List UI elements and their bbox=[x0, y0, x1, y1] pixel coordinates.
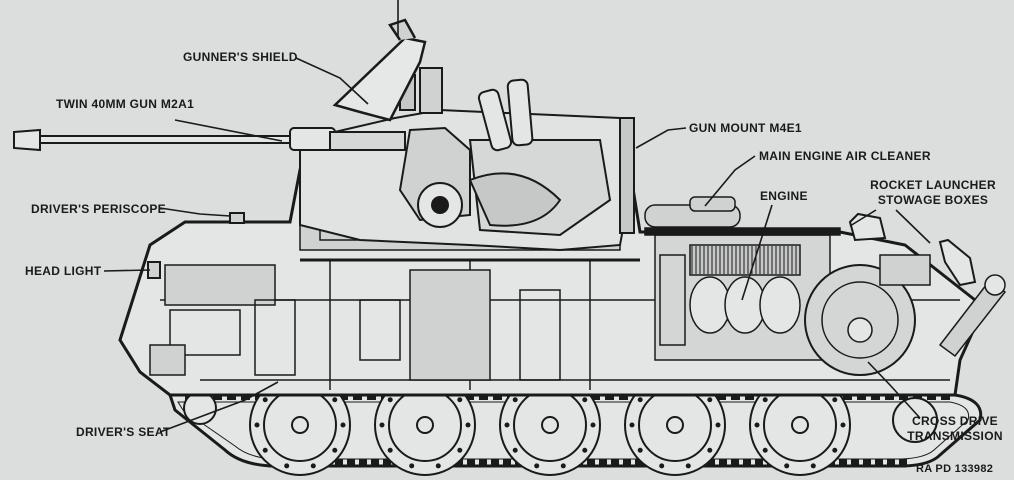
engine-compartment bbox=[644, 196, 841, 361]
label-gun-mount: GUN MOUNT M4E1 bbox=[689, 121, 802, 135]
transmission bbox=[804, 254, 1007, 376]
label-engine: ENGINE bbox=[760, 189, 808, 203]
reference-number: RA PD 133982 bbox=[916, 463, 994, 475]
drivers-periscope bbox=[229, 212, 245, 224]
wheel-bolts bbox=[254, 381, 846, 469]
label-rocket-line-2: STOWAGE BOXES bbox=[877, 193, 989, 207]
label-rocket-line-1: ROCKET LAUNCHER bbox=[870, 178, 996, 192]
label-rocket-launcher-stowage-boxes: ROCKET LAUNCHER STOWAGE BOXES bbox=[868, 178, 998, 208]
label-twin-40mm-gun: TWIN 40MM GUN M2A1 bbox=[56, 97, 195, 111]
label-main-engine-air-cleaner: MAIN ENGINE AIR CLEANER bbox=[759, 149, 931, 163]
label-head-light: HEAD LIGHT bbox=[25, 264, 102, 278]
road-wheels bbox=[183, 374, 938, 476]
label-drivers-seat: DRIVER'S SEAT bbox=[76, 425, 171, 439]
leader-lines bbox=[103, 0, 931, 433]
label-transmission-line-1: CROSS DRIVE bbox=[912, 414, 998, 428]
label-transmission-line-2: TRANSMISSION bbox=[907, 429, 1003, 443]
label-cross-drive-transmission: CROSS DRIVE TRANSMISSION bbox=[900, 414, 1010, 444]
engine-fins bbox=[691, 246, 797, 274]
label-drivers-periscope: DRIVER'S PERISCOPE bbox=[31, 202, 166, 216]
label-gunners-shield: GUNNER'S SHIELD bbox=[183, 50, 298, 64]
gunners-shield bbox=[332, 18, 427, 122]
twin-40mm-gun bbox=[13, 127, 406, 152]
